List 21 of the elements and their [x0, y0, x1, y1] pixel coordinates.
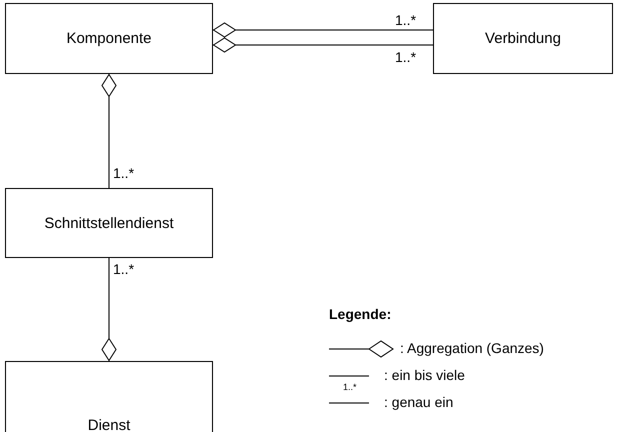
aggregation-line	[102, 258, 116, 362]
class-box	[5, 3, 213, 74]
class-name: Schnittstellendienst	[44, 214, 174, 232]
multiplicity-label: 1..*	[343, 382, 357, 393]
legend-title: Legende:	[329, 306, 392, 322]
class-name: Dienst	[88, 417, 130, 432]
legend-text: : genau ein	[384, 394, 454, 410]
class-name: Komponente	[66, 30, 152, 47]
aggregation-line	[102, 74, 116, 188]
class-box	[5, 188, 213, 258]
aggregation-line	[212, 22, 434, 38]
multiplicity-label: 1..*	[113, 165, 134, 181]
class-box	[5, 361, 213, 432]
class-name: Verbindung	[485, 30, 561, 47]
class-box	[433, 3, 613, 74]
multiplicity-label: 1..*	[113, 261, 134, 277]
multiplicity-label: 1..*	[395, 49, 416, 65]
legend-text: : Aggregation (Ganzes)	[400, 340, 544, 356]
legend-text: : ein bis viele	[384, 367, 465, 383]
multiplicity-label: 1..*	[395, 12, 416, 28]
aggregation-line	[212, 38, 434, 52]
